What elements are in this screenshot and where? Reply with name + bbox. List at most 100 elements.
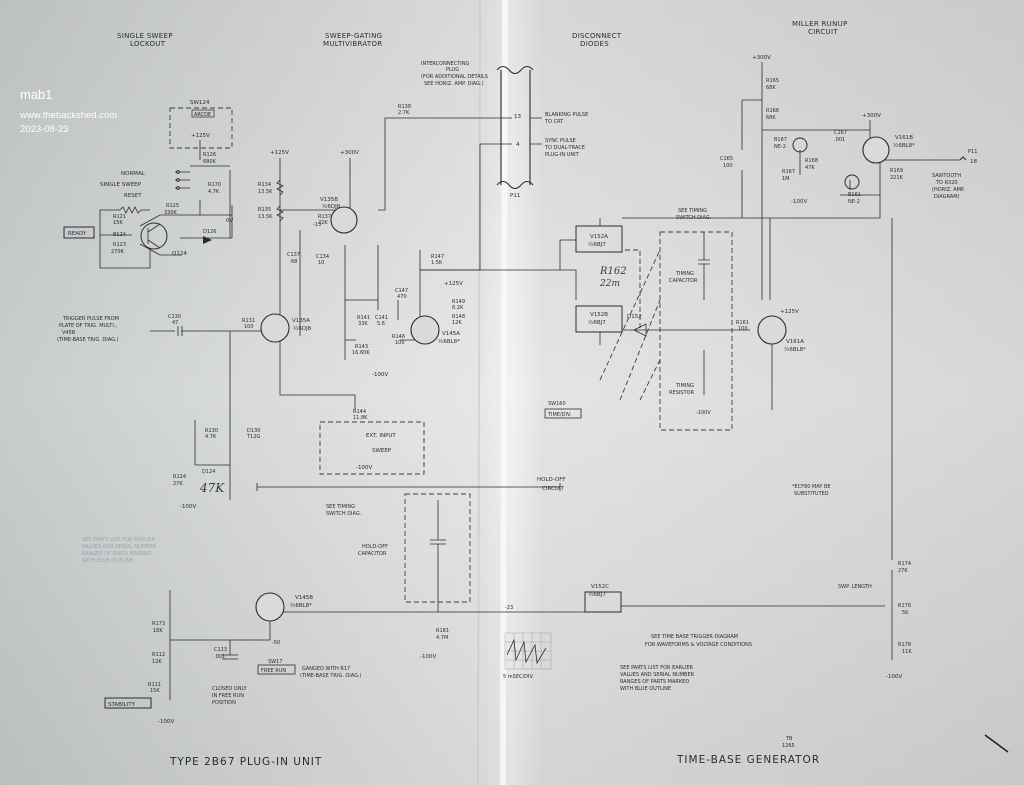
sweep-label: SWEEP [372, 448, 392, 454]
r141-label-2: 33K [358, 321, 368, 327]
r125-label-1: R125 [166, 203, 179, 209]
b124-label: B124 [113, 232, 126, 238]
faint-note-left: SEE PARTS LIST FOR EARLIER VALUES AND SE… [82, 537, 157, 564]
v145a-label-1: V145A [442, 331, 460, 337]
r174-label-2: 27K [898, 568, 908, 574]
v135b-tube [330, 206, 358, 234]
v161b-label-2: ½6BL8* [893, 142, 915, 149]
time-div-label: TIME/DIV. [547, 412, 572, 418]
faint-parts-3: RANGES OF PARTS MARKED [82, 551, 151, 557]
interconn-1: INTERCONNECTING [421, 61, 469, 67]
m100-ext: -100V [356, 465, 372, 471]
m100-r167: -100V [791, 199, 807, 205]
ganged-1: GANGED WITH R17 [302, 666, 350, 672]
v161a-label-2: ½6BL8* [784, 346, 806, 353]
footer-title: TIME-BASE GENERATOR [676, 754, 820, 766]
r138-label-2: 2.7K [398, 110, 410, 116]
p300-miller: +300V [752, 55, 771, 61]
v135a-label-1: V135A [292, 318, 310, 324]
center-wires [420, 217, 770, 345]
r165-label-1: R165 [766, 78, 779, 84]
r143-label-2: 16.60K [352, 350, 370, 356]
v145b-label-2: ½6BL8* [290, 602, 312, 609]
r125-label-2: 330K [164, 210, 178, 216]
r126-label-2: 680K [203, 159, 217, 165]
r130-label-2: 4.7K [205, 434, 217, 440]
stability-section: V145B ½6BL8* -50 R173 18K R112 12K R111 … [104, 590, 362, 725]
stability-label: STABILITY [108, 702, 136, 708]
r146-label-2: 100 [395, 340, 405, 346]
header-sweep-gating-1: SWEEP-GATING [325, 32, 382, 40]
wave-label: 5 mSEC/DIV. [503, 674, 534, 680]
header-single-sweep-2: LOCKOUT [130, 40, 166, 48]
c147-label-2: 470 [397, 294, 407, 300]
r181-label-2: 4.7M [436, 635, 448, 641]
p11-18: 18 [970, 159, 977, 165]
r168-label-1: R168 [805, 158, 818, 164]
r146-label-1: R146 [392, 334, 405, 340]
r162-label-1: R162 [599, 266, 627, 277]
r143-label-1: R143 [355, 344, 368, 350]
v152c-label-2: ½6BJ7 [588, 591, 606, 598]
ecf80-1: *ECF80 MAY BE [792, 484, 831, 490]
d126-diode [203, 236, 212, 244]
v152b-label-2: ½6BJ7 [588, 319, 606, 326]
r147-label-1: R147 [431, 254, 444, 260]
r169-label-1: R169 [890, 168, 903, 174]
r135-label-1: R135 [258, 207, 271, 213]
c147-label-1: C147 [395, 288, 408, 294]
closed-1: CLOSED ONLY [212, 686, 248, 692]
pen-mark [984, 734, 1009, 753]
header-disconnect-2: DIODES [580, 40, 609, 48]
p300-v161b: +300V [862, 113, 881, 119]
watermark-site: www.thebackshed.com [19, 110, 117, 121]
ecf80-2: SUBSTITUTED [794, 491, 829, 497]
header-disconnect-1: DISCONNECT [572, 32, 622, 40]
v152c-box [584, 591, 622, 613]
faint-parts-1: SEE PARTS LIST FOR EARLIER [82, 537, 156, 543]
p11-connector [496, 65, 534, 190]
stability-box [104, 697, 152, 709]
r121-zig [119, 206, 150, 214]
sw124-tag-text: ARCDE [194, 112, 211, 118]
v50-label: -50 [272, 640, 280, 646]
closed-2: IN FREE RUN [212, 693, 244, 699]
r123-label-1: R123 [113, 242, 126, 248]
trigger-pulse-3: V45B [62, 330, 76, 336]
header-miller-1: MILLER RUNUP [792, 20, 848, 28]
m100-r181: -100V [420, 654, 436, 660]
c113-label-2: .001 [214, 654, 225, 660]
see-timing-2: SWITCH DIAG. [676, 215, 712, 221]
footer: TYPE 2B67 PLUG-IN UNIT TIME-BASE GENERAT… [169, 736, 820, 768]
r121-label-1: R121 [113, 214, 126, 220]
r149-label-2: 8.2K [452, 305, 464, 311]
m100-timing: -100V [696, 410, 711, 416]
r149-label-1: R149 [452, 299, 465, 305]
r178-label-1: R178 [898, 642, 911, 648]
sw124-label: SW124 [190, 100, 210, 106]
single-sweep-lockout: SW124 ARCDE +125V NORMAL SINGLE SWEEP RE… [63, 100, 233, 269]
hold-off-cap-2: CAPACITOR [358, 551, 387, 557]
timing-res-2: RESISTOR [669, 390, 694, 396]
p125-sw: +125V [191, 133, 210, 139]
hold-off-box [404, 493, 471, 603]
b161-label-2: NE-2 [848, 199, 860, 205]
footer-unit: TYPE 2B67 PLUG-IN UNIT [169, 756, 322, 768]
m100-stab: -100V [158, 719, 174, 725]
r124-label-1: R124 [173, 474, 186, 480]
label-reset: RESET [124, 193, 142, 199]
r111-label-1: R111 [148, 682, 161, 688]
v135a-tube [260, 313, 290, 343]
v152a-label-1: V152A [590, 234, 608, 240]
r173-label-2: 18K [153, 628, 163, 634]
r176-label-1: R176 [898, 603, 911, 609]
p125-gate: +125V [270, 150, 289, 156]
v152a-label-2: ½6BJ7 [588, 241, 606, 248]
blanking-1: BLANKING PULSE [545, 112, 588, 118]
see-timing-1: SEE TIMING [678, 208, 707, 214]
c137-label-2: 68 [291, 259, 297, 265]
footer-code-2: 1265 [782, 743, 795, 749]
pin-4: 4 [516, 142, 520, 148]
paper-fold-2 [477, 0, 481, 785]
v145b-tube [255, 592, 285, 622]
